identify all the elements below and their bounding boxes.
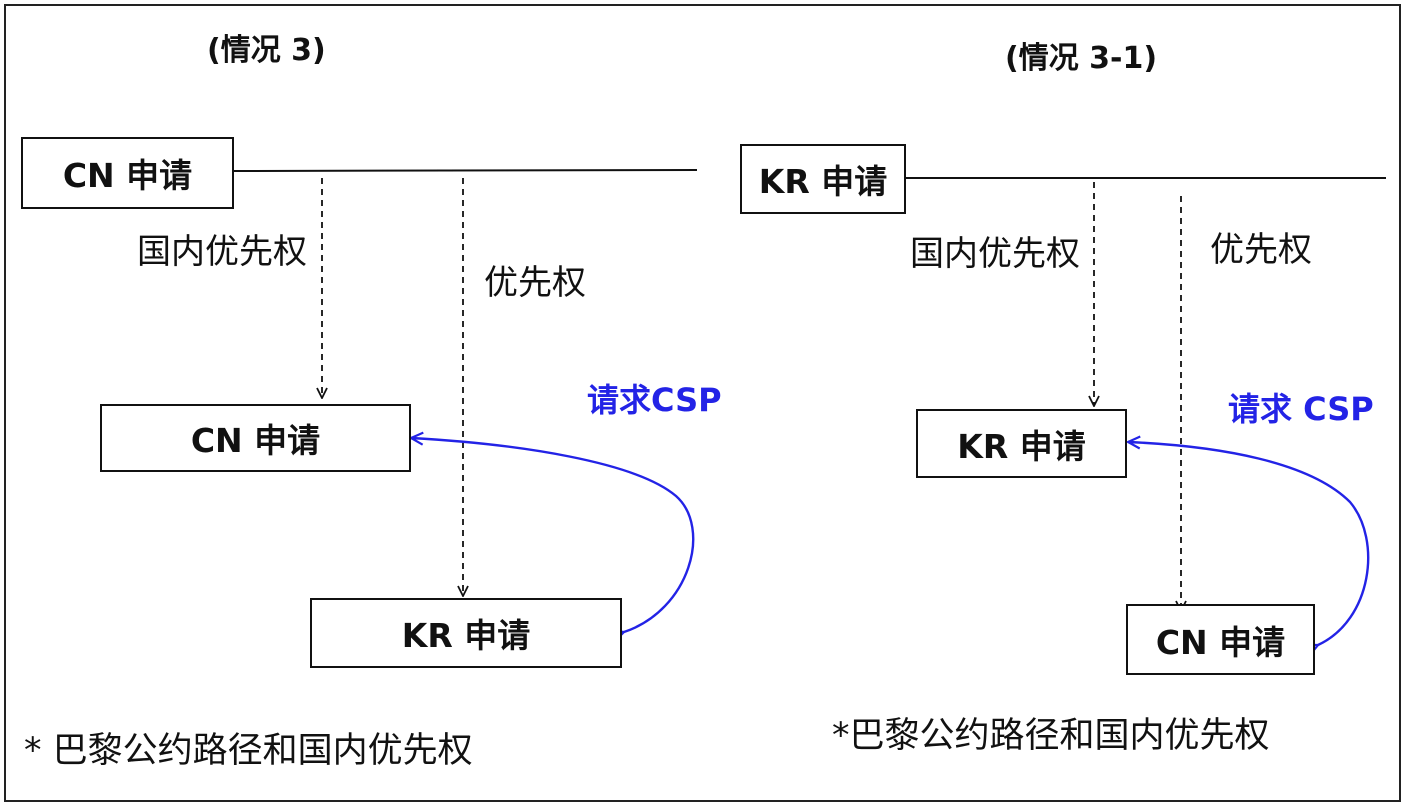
left-mid-box: CN 申请 [100,404,411,472]
right-priority-label: 优先权 [1210,230,1312,270]
right-csp-arrow [1128,442,1370,645]
left-csp-arrow [411,438,695,632]
left-title: (情况 3) [207,33,326,68]
left-bottom-box: KR 申请 [310,598,622,668]
left-note: * 巴黎公约路径和国内优先权 [24,731,473,771]
right-top-box: KR 申请 [740,144,906,214]
right-mid-box: KR 申请 [916,409,1127,478]
right-bottom-box: CN 申请 [1126,604,1315,675]
left-domestic-priority-label: 国内优先权 [137,232,307,272]
left-csp-label: 请求CSP [587,381,722,419]
right-domestic-priority-label: 国内优先权 [910,234,1080,274]
diagram-frame [4,4,1401,802]
left-timeline [232,169,698,172]
right-csp-label: 请求 CSP [1228,390,1374,428]
right-note: *巴黎公约路径和国内优先权 [832,716,1270,756]
left-priority-label: 优先权 [484,263,586,303]
left-top-box: CN 申请 [21,137,234,209]
right-title: (情况 3-1) [1005,41,1158,76]
